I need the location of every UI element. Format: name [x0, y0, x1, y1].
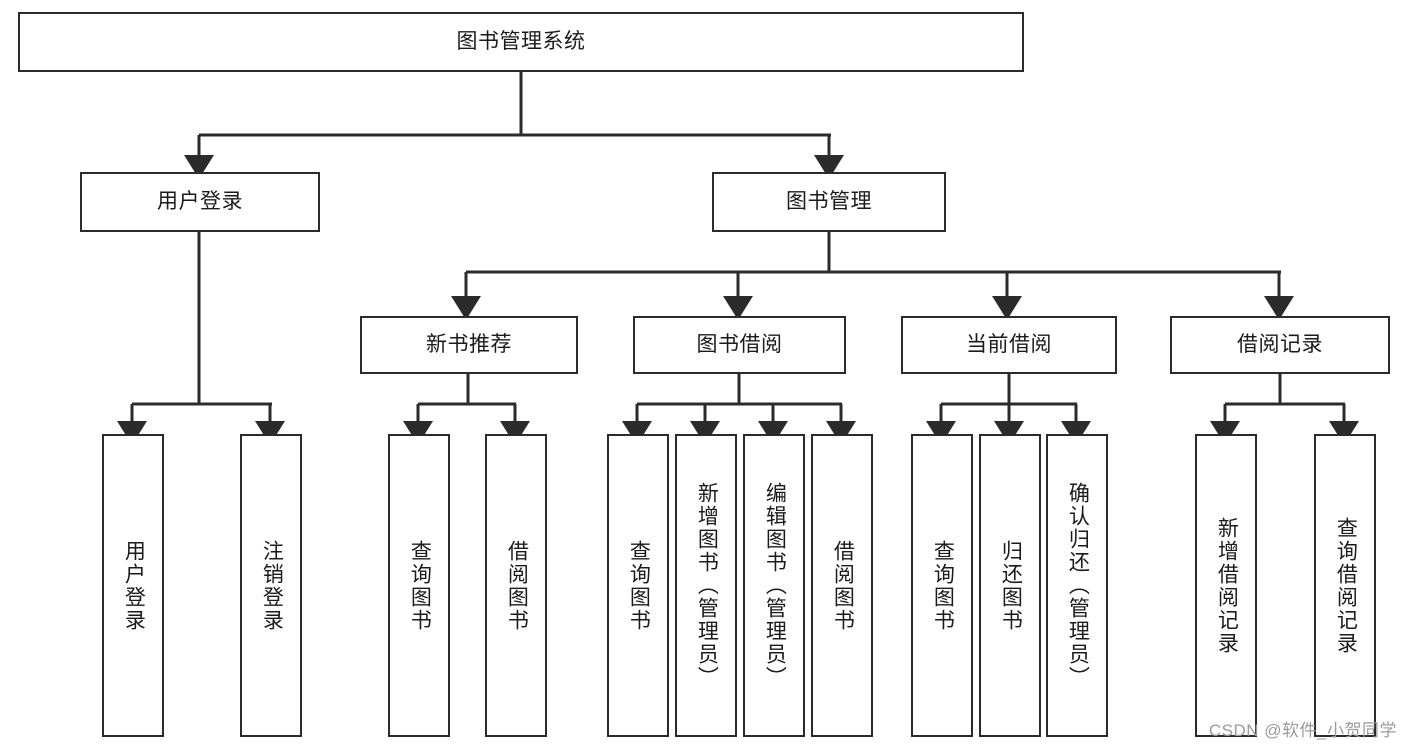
node-leaf-add-record[interactable]: 新增借阅记录	[1195, 434, 1257, 737]
node-root-label: 图书管理系统	[456, 29, 586, 53]
node-current-borrow-label: 当前借阅	[966, 332, 1052, 356]
node-leaf-query-book-2-label: 查询图书	[627, 539, 651, 632]
node-root[interactable]: 图书管理系统	[18, 12, 1024, 72]
node-user-login[interactable]: 用户登录	[80, 172, 320, 232]
node-book-borrow-label: 图书借阅	[696, 332, 783, 356]
node-book-manage-label: 图书管理	[786, 189, 872, 213]
node-leaf-query-record[interactable]: 查询借阅记录	[1314, 434, 1376, 737]
node-new-book-rec[interactable]: 新书推荐	[360, 316, 578, 374]
node-book-manage[interactable]: 图书管理	[712, 172, 946, 232]
node-new-book-rec-label: 新书推荐	[426, 332, 512, 356]
node-user-login-label: 用户登录	[157, 189, 243, 213]
node-leaf-query-book-3[interactable]: 查询图书	[911, 434, 973, 737]
node-leaf-borrow-book-1-label: 借阅图书	[505, 539, 529, 632]
node-leaf-user-logout-label: 注销登录	[260, 539, 284, 632]
node-leaf-add-record-label: 新增借阅记录	[1215, 516, 1239, 655]
node-borrow-record-label: 借阅记录	[1237, 332, 1323, 356]
node-leaf-query-book-1[interactable]: 查询图书	[388, 434, 450, 737]
node-current-borrow[interactable]: 当前借阅	[901, 316, 1117, 374]
node-leaf-user-login-label: 用户登录	[122, 539, 146, 632]
node-leaf-borrow-book-2[interactable]: 借阅图书	[811, 434, 873, 737]
node-leaf-return-book[interactable]: 归还图书	[979, 434, 1041, 737]
node-leaf-edit-book-label: 编辑图书（管理员）	[763, 482, 787, 689]
node-leaf-user-logout[interactable]: 注销登录	[240, 434, 302, 737]
node-leaf-query-book-2[interactable]: 查询图书	[607, 434, 669, 737]
node-leaf-edit-book[interactable]: 编辑图书（管理员）	[743, 434, 805, 737]
node-leaf-query-book-3-label: 查询图书	[931, 539, 955, 632]
node-leaf-confirm-return[interactable]: 确认归还（管理员）	[1046, 434, 1108, 737]
node-leaf-query-book-1-label: 查询图书	[408, 539, 432, 632]
node-leaf-confirm-return-label: 确认归还（管理员）	[1066, 482, 1090, 689]
watermark: CSDN @软件_小贺同学	[1208, 721, 1397, 740]
node-leaf-borrow-book-2-label: 借阅图书	[831, 539, 855, 632]
node-book-borrow[interactable]: 图书借阅	[633, 316, 846, 374]
node-leaf-add-book-label: 新增图书（管理员）	[695, 482, 719, 689]
node-leaf-add-book[interactable]: 新增图书（管理员）	[675, 434, 737, 737]
node-leaf-user-login[interactable]: 用户登录	[102, 434, 164, 737]
node-leaf-query-record-label: 查询借阅记录	[1334, 516, 1358, 655]
node-leaf-borrow-book-1[interactable]: 借阅图书	[485, 434, 547, 737]
node-borrow-record[interactable]: 借阅记录	[1170, 316, 1390, 374]
node-leaf-return-book-label: 归还图书	[999, 539, 1023, 632]
